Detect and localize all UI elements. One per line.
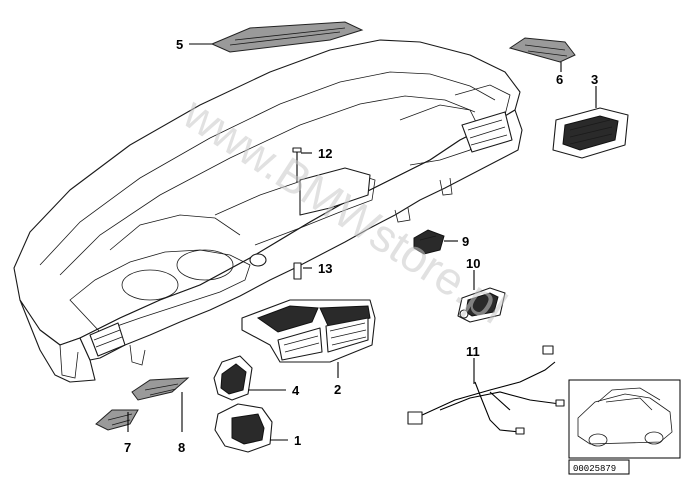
- part-2-center-vent-assembly: [241, 299, 376, 378]
- reference-number: 00025879: [573, 464, 616, 474]
- part-3-right-air-vent: [552, 86, 629, 159]
- label-5: 5: [176, 37, 183, 52]
- label-8: 8: [178, 440, 185, 455]
- label-7: 7: [124, 440, 131, 455]
- label-13: 13: [318, 261, 332, 276]
- part-13-spacer: [293, 262, 312, 280]
- part-9-bracket: [413, 229, 458, 255]
- part-4-left-vent: [213, 355, 286, 401]
- part-6-side-vent-grille: [508, 37, 576, 72]
- label-1: 1: [294, 433, 301, 448]
- label-11: 11: [466, 344, 480, 359]
- part-1-lower-vent: [214, 403, 288, 453]
- car-reference-inset: 00025879: [568, 379, 681, 475]
- part-5-defroster-grille: [189, 21, 364, 53]
- label-4: 4: [292, 383, 300, 398]
- part-8-long-grille: [131, 377, 190, 432]
- label-12: 12: [318, 146, 332, 161]
- part-7-small-grille: [95, 409, 139, 432]
- label-2: 2: [334, 382, 341, 397]
- part-12-screw: [292, 147, 312, 182]
- label-10: 10: [466, 256, 480, 271]
- dashboard-panel: [13, 39, 523, 383]
- part-10-switch: [457, 270, 506, 323]
- part-labels: 5 6 3 12 9 13 10 11 2 4 1 7 8: [124, 37, 598, 455]
- label-9: 9: [462, 234, 469, 249]
- part-11-wiring-harness: [407, 345, 565, 435]
- label-6: 6: [556, 72, 563, 87]
- label-3: 3: [591, 72, 598, 87]
